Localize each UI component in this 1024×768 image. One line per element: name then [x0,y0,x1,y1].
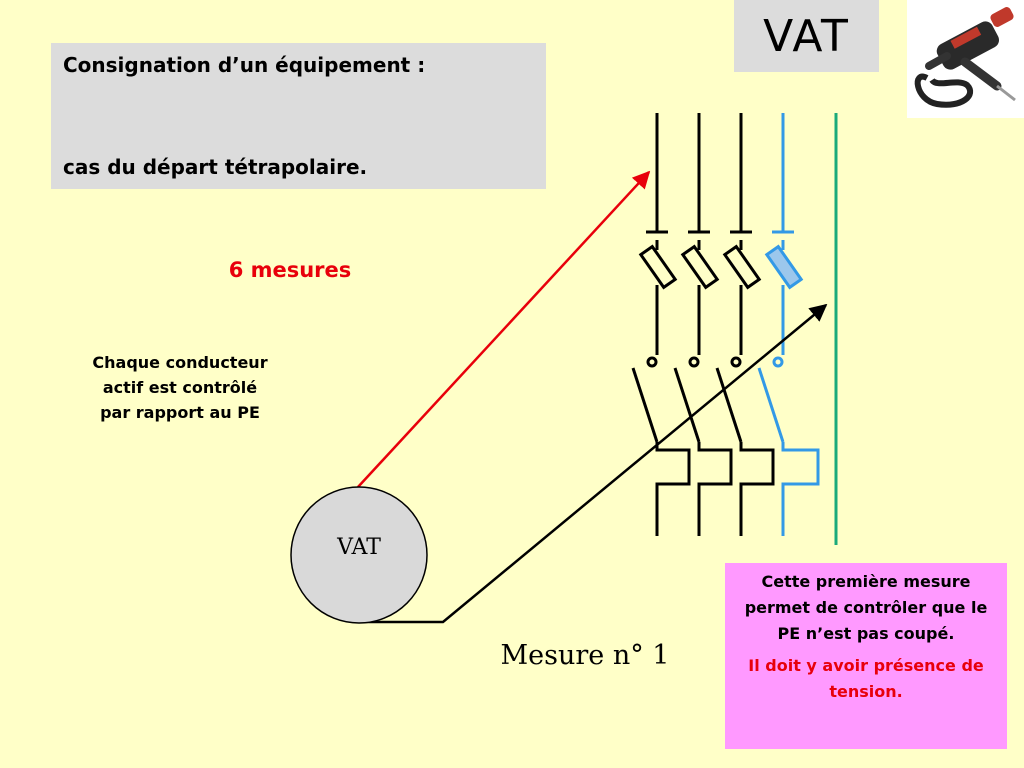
voltage-tester-photo [907,0,1024,118]
info-text-1: Cette première mesure permet de contrôle… [744,572,988,643]
description-line-1: Chaque conducteur [92,353,268,372]
vat-device-circle [290,486,428,624]
description-text: Chaque conducteur actif est contrôlé par… [60,350,300,425]
neutral-conductor [757,113,820,536]
title-line-1: Consignation d’un équipement : [63,53,426,77]
black-measure-wire [358,303,828,624]
six-mesures-label: 6 mesures [228,258,352,282]
title-box: Consignation d’un équipement : cas du dé… [51,43,546,189]
mesure-label: Mesure n° 1 [500,640,670,671]
phase-fuses [638,244,762,290]
red-measure-arrow [357,170,651,488]
title-line-2: cas du départ tétrapolaire. [63,155,368,179]
vat-device-label: VAT [337,535,381,560]
vat-header: VAT [734,0,879,72]
phase-conductors [631,113,775,536]
info-box: Cette première mesure permet de contrôle… [725,563,1007,749]
description-line-3: par rapport au PE [100,403,260,422]
info-text-2: Il doit y avoir présence de tension. [748,656,984,701]
description-line-2: actif est contrôlé [102,378,258,397]
